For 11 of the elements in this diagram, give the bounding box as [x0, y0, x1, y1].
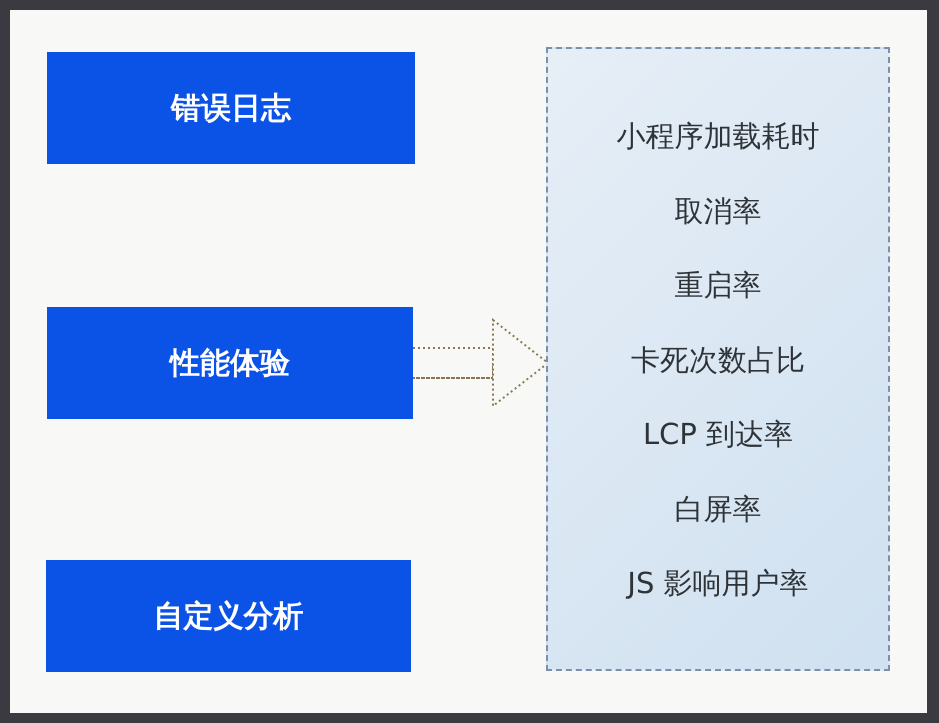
metrics-panel: [546, 47, 890, 671]
metric-label: 取消率: [674, 192, 762, 230]
metric-label: LCP 到达率: [642, 416, 794, 453]
metric-label: 小程序加载耗时: [616, 118, 820, 155]
category-box: 性能体验: [47, 307, 413, 419]
metric-label: JS 影响用户率: [624, 565, 810, 602]
metric-label: 白屏率: [674, 490, 762, 528]
metric-label: 卡死次数占比: [630, 342, 806, 378]
category-box: 自定义分析: [46, 560, 411, 672]
metric-label: 重启率: [674, 267, 762, 304]
category-box: 错误日志: [47, 52, 415, 164]
